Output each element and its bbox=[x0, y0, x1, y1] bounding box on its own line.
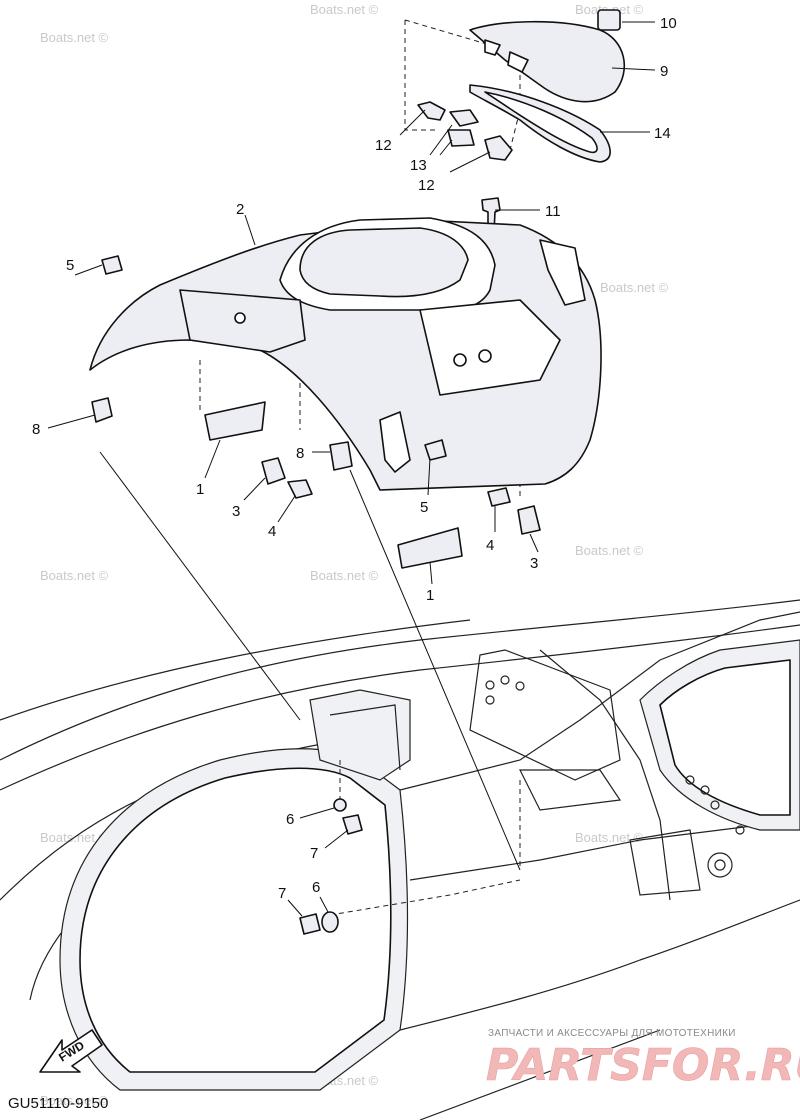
watermark: Boats.net © bbox=[575, 543, 644, 558]
callout: 4 bbox=[486, 537, 494, 554]
callout: 12 bbox=[375, 137, 392, 154]
nut-7a bbox=[342, 814, 363, 835]
callout: 8 bbox=[296, 445, 304, 462]
callout-labels: 10 9 14 12 13 12 11 2 5 8 1 3 4 8 5 4 3 … bbox=[32, 15, 677, 902]
bracket-3b bbox=[517, 505, 541, 535]
bracket-3a bbox=[261, 457, 286, 485]
hull-deck bbox=[0, 599, 800, 1120]
watermark: Boats.net © bbox=[40, 1093, 109, 1108]
callout-leaders bbox=[47, 21, 656, 917]
callout: 5 bbox=[66, 257, 74, 274]
callout: 7 bbox=[278, 885, 286, 902]
watermark: Boats.net © bbox=[310, 2, 379, 17]
clip-13a bbox=[449, 109, 479, 127]
callout: 3 bbox=[232, 503, 240, 520]
latch-cap bbox=[597, 9, 621, 31]
callout: 2 bbox=[236, 201, 244, 218]
brand-tagline: ЗАПЧАСТИ И АКСЕССУАРЫ ДЛЯ МОТОТЕХНИКИ bbox=[488, 1028, 736, 1039]
watermark: Boats.net © bbox=[600, 280, 669, 295]
callout: 3 bbox=[530, 555, 538, 572]
side-parts bbox=[91, 255, 541, 935]
callout: 4 bbox=[268, 523, 276, 540]
callout: 1 bbox=[426, 587, 434, 604]
decal-1b bbox=[397, 527, 463, 569]
bolt-4a bbox=[287, 479, 313, 499]
callout: 5 bbox=[420, 499, 428, 516]
upper-fasteners bbox=[417, 101, 513, 233]
bolt-5b bbox=[424, 439, 447, 461]
clip-12a bbox=[417, 101, 446, 121]
clip-8a bbox=[91, 397, 113, 423]
washer-6b bbox=[321, 911, 339, 933]
callout: 7 bbox=[310, 845, 318, 862]
fwd-arrow: FWD bbox=[39, 1029, 103, 1073]
callout: 1 bbox=[196, 481, 204, 498]
watermark: Boats.net © bbox=[40, 568, 109, 583]
washer-6a bbox=[333, 798, 347, 812]
clip-12b bbox=[484, 135, 513, 161]
diagram-code: GU51110-9150 bbox=[8, 1095, 108, 1112]
callout: 6 bbox=[286, 811, 294, 828]
seat-cover bbox=[469, 20, 626, 103]
callout: 13 bbox=[410, 157, 427, 174]
callout: 9 bbox=[660, 63, 668, 80]
callout: 6 bbox=[312, 879, 320, 896]
nut-7b bbox=[299, 913, 321, 935]
bolt-5a bbox=[101, 255, 123, 275]
callout: 8 bbox=[32, 421, 40, 438]
callout: 14 bbox=[654, 125, 671, 142]
watermark: Boats.net © bbox=[310, 568, 379, 583]
clip-8b bbox=[329, 441, 353, 471]
watermark: Boats.net © bbox=[40, 30, 109, 45]
brand-logo: PARTSFOR.RU bbox=[486, 1040, 800, 1091]
main-hood-part-2 bbox=[89, 217, 602, 491]
bolt-4b bbox=[487, 487, 511, 507]
seat-cover-assembly bbox=[469, 9, 626, 163]
fwd-arrow-icon bbox=[39, 1029, 103, 1073]
clip-13b bbox=[447, 129, 475, 147]
decal-1a bbox=[204, 401, 266, 441]
branding: ЗАПЧАСТИ И АКСЕССУАРЫ ДЛЯ МОТОТЕХНИКИ PA… bbox=[486, 1028, 800, 1091]
callout: 11 bbox=[545, 203, 561, 220]
callout: 12 bbox=[418, 177, 435, 194]
watermark: Boats.net © bbox=[575, 830, 644, 845]
callout: 10 bbox=[660, 15, 677, 32]
